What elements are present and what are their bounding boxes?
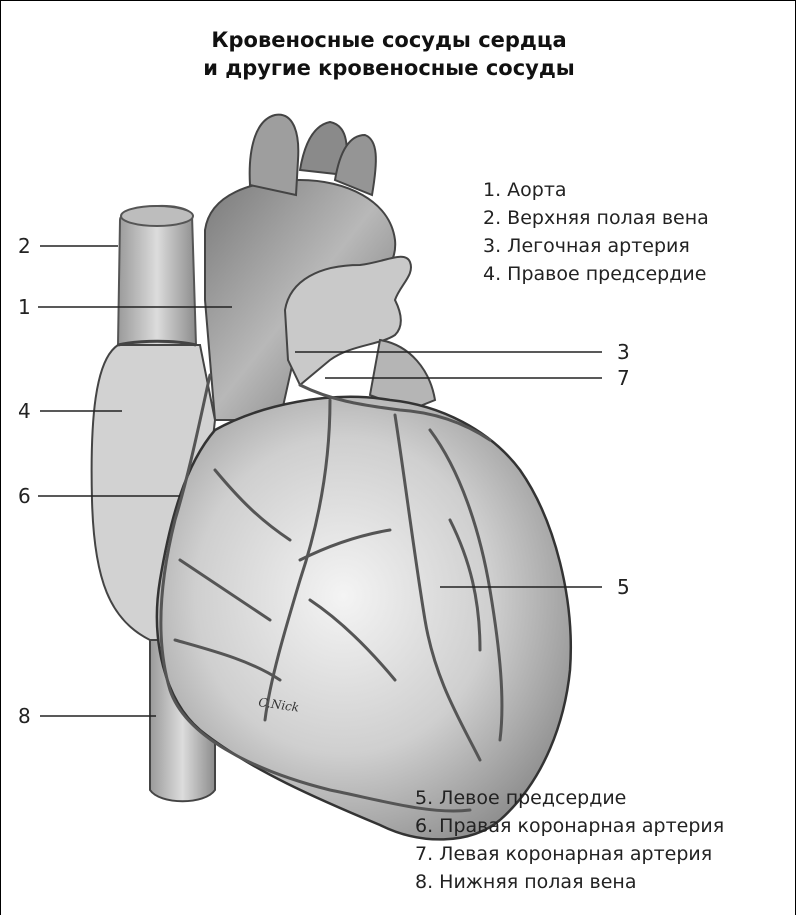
callout-8: 8 (18, 706, 31, 726)
legend-item-4: 4. Правое предсердие (483, 260, 709, 288)
callout-6: 6 (18, 486, 31, 506)
legend-bottom: 5. Левое предсердие 6. Правая коронарная… (415, 784, 724, 896)
legend-item-2: 2. Верхняя полая вена (483, 204, 709, 232)
legend-item-8: 8. Нижняя полая вена (415, 868, 724, 896)
legend-item-5: 5. Левое предсердие (415, 784, 724, 812)
callout-5: 5 (617, 577, 630, 597)
legend-item-3: 3. Легочная артерия (483, 232, 709, 260)
legend-item-6: 6. Правая коронарная артерия (415, 812, 724, 840)
legend-item-1: 1. Аорта (483, 176, 709, 204)
callout-4: 4 (18, 401, 31, 421)
legend-item-7: 7. Левая коронарная артерия (415, 840, 724, 868)
ventricles (157, 397, 571, 840)
callout-3: 3 (617, 342, 630, 362)
superior-vena-cava (118, 206, 196, 345)
callout-7: 7 (617, 368, 630, 388)
legend-top: 1. Аорта 2. Верхняя полая вена 3. Легочн… (483, 176, 709, 288)
callout-1: 1 (18, 297, 31, 317)
callout-2: 2 (18, 236, 31, 256)
